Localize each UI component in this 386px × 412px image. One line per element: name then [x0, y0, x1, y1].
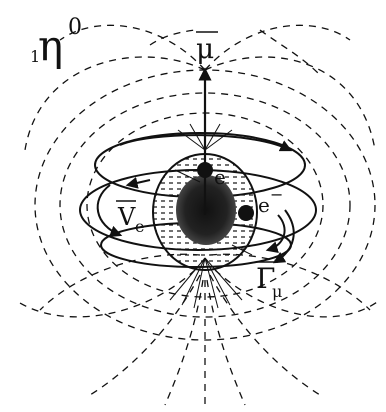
particle-label: η [38, 21, 63, 70]
moment-label: μ [196, 32, 214, 65]
electron-2-charge: − [270, 185, 283, 204]
particle-superscript: 0 [68, 15, 82, 40]
neutrino-subscript: e [135, 217, 144, 236]
electron-2-label: e [258, 193, 270, 217]
neutrino-label: V [117, 203, 136, 231]
electron-dot-1 [197, 162, 213, 178]
electron-dot-2 [238, 205, 254, 221]
gamma-subscript: μ [272, 282, 282, 301]
electron-1-label: e [214, 165, 226, 189]
